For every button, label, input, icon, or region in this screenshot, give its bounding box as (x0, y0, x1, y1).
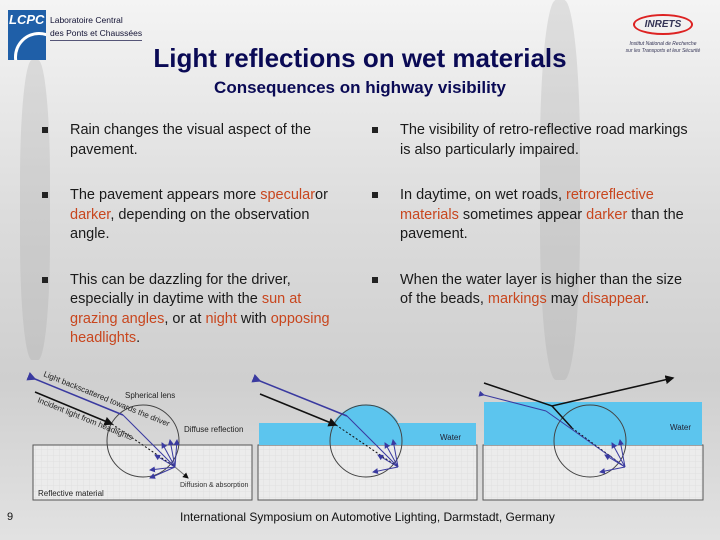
inrets-logo: INRETS Institut National de Recherche su… (618, 14, 708, 55)
footer-text: International Symposium on Automotive Li… (180, 510, 555, 524)
diffuse-reflection-rays (149, 439, 180, 479)
left-bullet-list: Rain changes the visual aspect of the pa… (40, 121, 330, 375)
bullet-text: , or at (164, 310, 206, 327)
bullet-item: The visibility of retro-reflective road … (370, 121, 690, 160)
inrets-subtitle-line2: sur les Transports et leur Sécurité (625, 48, 701, 54)
highlighted-text: night (205, 310, 237, 327)
lcpc-mark: LCPC (8, 10, 46, 60)
diagram-thin-water: Water (251, 374, 478, 501)
bullet-text: , depending on the observation angle. (70, 206, 310, 243)
bullet-text: When the water layer is higher than the … (400, 271, 683, 308)
label-water: Water (440, 433, 461, 442)
highlighted-text: markings (487, 291, 547, 307)
inrets-subtitle: Institut National de Recherche sur les T… (618, 41, 708, 55)
highlighted-text: retroreflective materials (400, 187, 654, 223)
label-diffuse: Diffuse reflection (184, 425, 243, 434)
label-material: Reflective material (38, 489, 104, 498)
highlighted-text: opposing headlights (70, 310, 330, 347)
bullet-text: In daytime, on wet roads, (400, 187, 567, 203)
highlighted-text: specular (260, 187, 316, 203)
lcpc-name-line2: des Ponts et Chaussées (50, 28, 143, 38)
square-bullet-icon (372, 276, 378, 283)
highlighted-text: darker (70, 206, 111, 223)
bullet-item: This can be dazzling for the driver, esp… (40, 271, 330, 349)
bullet-text: than the pavement. (400, 206, 684, 243)
bullet-text: sometimes appear (458, 206, 587, 223)
label-water: Water (670, 423, 691, 432)
backscattered-ray (26, 371, 124, 416)
incident-ray (34, 391, 114, 426)
bullet-text: The pavement appears more (70, 187, 261, 203)
highlighted-text: darker (586, 206, 628, 223)
spherical-lens (329, 404, 403, 478)
bullet-item: In daytime, on wet roads, retroreflectiv… (370, 186, 690, 245)
bullet-text: The visibility of retro-reflective road … (400, 122, 688, 158)
lcpc-name: Laboratoire Central des Ponts et Chaussé… (50, 10, 143, 41)
diagram-thick-water: Water (478, 375, 704, 501)
water-layer (484, 402, 702, 445)
slide-subtitle: Consequences on highway visibility (214, 78, 506, 97)
highlighted-text: disappear (582, 291, 646, 307)
page-number: 9 (7, 511, 14, 523)
lcpc-logo: LCPC Laboratoire Central des Ponts et Ch… (8, 10, 143, 60)
bullet-item: When the water layer is higher than the … (370, 271, 690, 310)
bullet-text: This can be dazzling for the driver, esp… (70, 271, 291, 308)
bullet-text: may (546, 291, 583, 307)
inrets-mark: INRETS (632, 14, 694, 35)
lcpc-name-line1: Laboratoire Central (50, 15, 123, 25)
bullet-text: . (645, 291, 650, 307)
bullet-text: or (315, 187, 328, 203)
right-bullet-list: The visibility of retro-reflective road … (370, 121, 690, 336)
bullet-item: The pavement appears more specularor dar… (40, 186, 330, 245)
background-photo (20, 60, 50, 360)
label-lens: Spherical lens (125, 391, 175, 400)
diagram-dry: Light backscattered towards the driver I… (26, 370, 253, 501)
highlighted-text: sun at grazing angles (70, 291, 302, 327)
background-photo (540, 0, 580, 380)
bullet-item: Rain changes the visual aspect of the pa… (40, 121, 330, 160)
square-bullet-icon (42, 276, 48, 283)
square-bullet-icon (372, 192, 378, 198)
spherical-lens (553, 404, 627, 478)
water-layer (259, 406, 476, 445)
square-bullet-icon (42, 127, 48, 133)
label-absorption: Diffusion & absorption (180, 482, 248, 489)
bullet-text: . (136, 330, 141, 346)
square-bullet-icon (42, 192, 48, 198)
slide-title: Light reflections on wet materials (153, 43, 567, 73)
square-bullet-icon (372, 127, 378, 133)
reflective-material (32, 444, 253, 501)
bullet-text: Rain changes the visual aspect of the pa… (70, 122, 312, 158)
inrets-subtitle-line1: Institut National de Recherche (629, 41, 697, 47)
bullet-text: with (236, 310, 271, 327)
